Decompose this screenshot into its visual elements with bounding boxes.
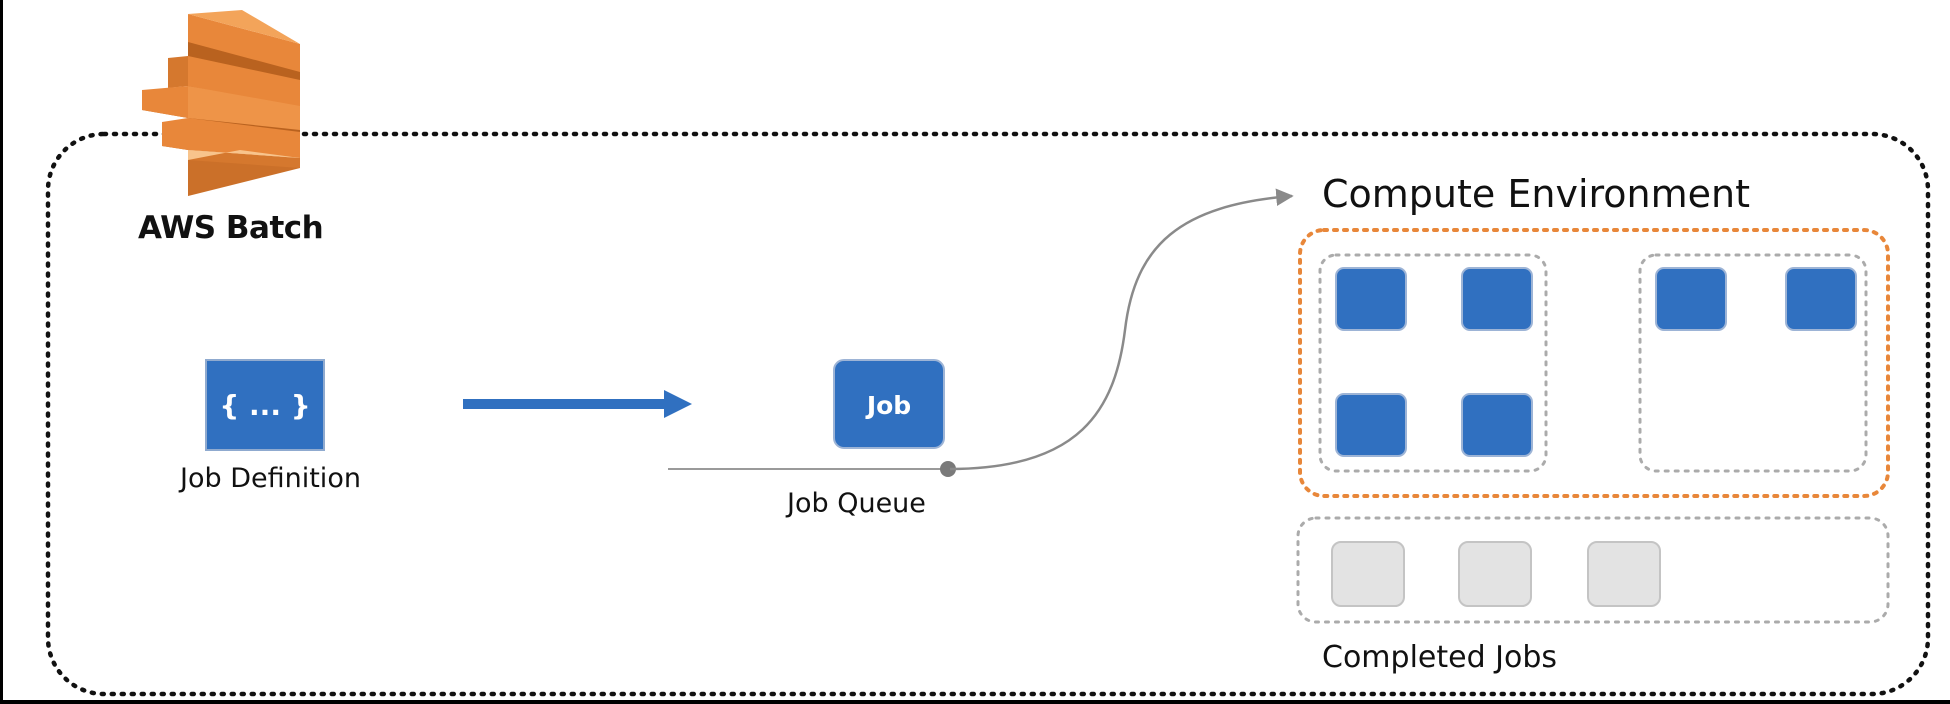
aws-batch-icon <box>142 10 300 196</box>
compute-environment-boundary <box>1298 228 1890 498</box>
completed-jobs-label: Completed Jobs <box>1322 640 1558 675</box>
job-queue-dot <box>940 461 956 477</box>
job-definition-label: Job Definition <box>180 463 361 494</box>
running-job-icon <box>1785 267 1857 331</box>
brand-label: AWS Batch <box>138 210 324 246</box>
dispatch-connector <box>949 188 1294 471</box>
bottom-border <box>0 700 1950 704</box>
submit-arrow <box>463 390 692 418</box>
job-icon <box>833 359 945 449</box>
job-text: Job <box>865 391 911 420</box>
completed-jobs-group <box>1331 541 1661 607</box>
running-job-icon <box>1461 267 1533 331</box>
curly-braces-icon: { ... } <box>219 389 310 422</box>
compute-instance-frame <box>1638 253 1868 473</box>
compute-environment-label: Compute Environment <box>1322 172 1751 216</box>
completed-job-icon <box>1331 541 1405 607</box>
compute-instances <box>1318 253 1868 473</box>
job-definition-icon <box>205 359 325 451</box>
job-queue-label: Job Queue <box>787 488 926 519</box>
running-job-icon <box>1461 393 1533 457</box>
compute-instance-frame <box>1318 253 1548 473</box>
completed-job-icon <box>1587 541 1661 607</box>
batch-boundary <box>45 131 1931 697</box>
completed-job-icon <box>1458 541 1532 607</box>
running-job-icon <box>1335 393 1407 457</box>
left-border <box>0 0 3 704</box>
completed-jobs-boundary <box>1296 516 1890 624</box>
running-job-icon <box>1655 267 1727 331</box>
running-job-icon <box>1335 267 1407 331</box>
